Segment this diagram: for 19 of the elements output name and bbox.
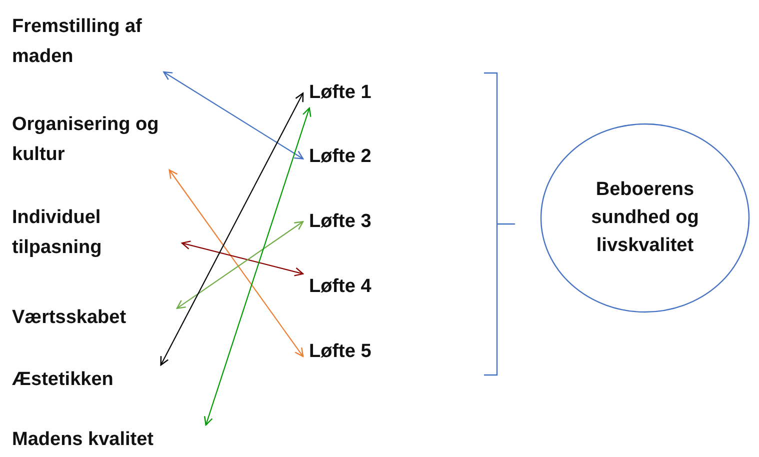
promise-label: Løfte 5 (309, 340, 372, 364)
outcome-label: Beboerens sundhed og livskvalitet (590, 178, 700, 258)
promise-label: Løfte 2 (309, 145, 372, 169)
factor-label: Æstetikken (12, 368, 114, 392)
double-arrow (163, 71, 304, 160)
factor-label: Værtsskabet (12, 306, 128, 330)
double-arrow (181, 240, 304, 276)
factor-label: Fremstilling af maden (12, 15, 143, 69)
factor-label: Organisering og kultur (12, 113, 160, 167)
promise-label: Løfte 1 (309, 81, 372, 105)
ellipse-node (540, 123, 750, 313)
double-arrow (168, 169, 304, 357)
promise-label: Løfte 4 (309, 275, 372, 299)
factor-label: Madens kvalitet (12, 428, 154, 452)
double-arrow (160, 92, 304, 366)
factor-label: Individuel tilpasning (12, 206, 103, 260)
double-arrow (204, 107, 312, 426)
double-arrow (176, 221, 304, 309)
promise-label: Løfte 3 (309, 210, 372, 234)
